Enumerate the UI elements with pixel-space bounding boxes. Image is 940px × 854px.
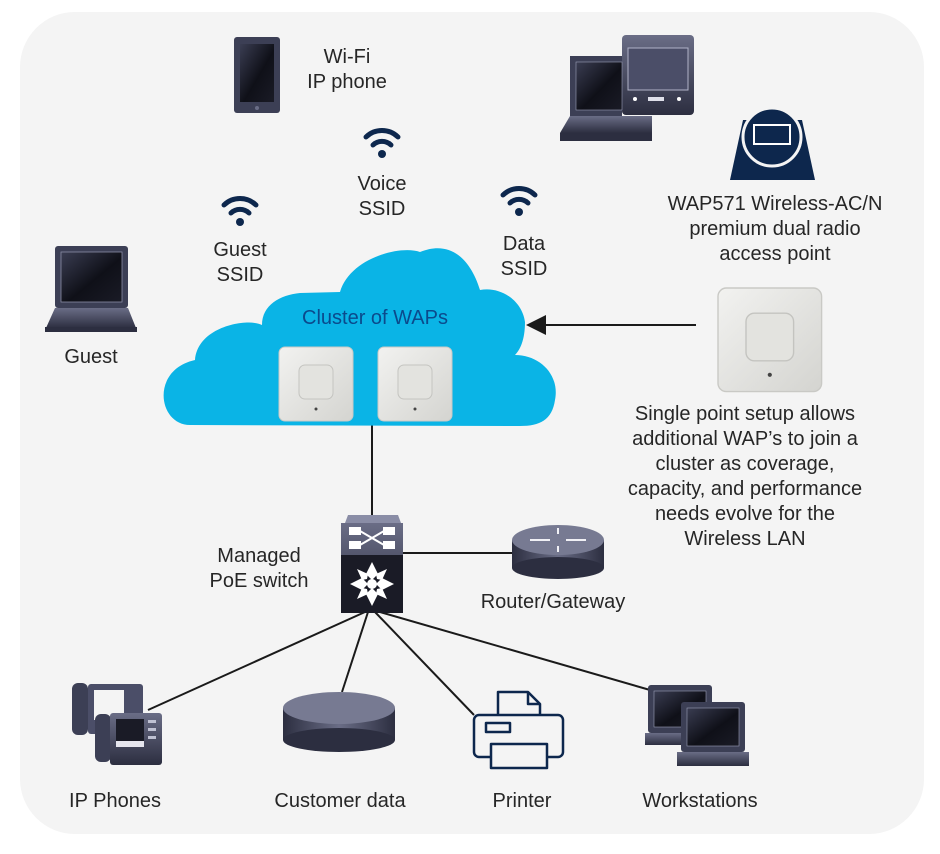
wifi-icon <box>366 131 398 158</box>
ip-phone-icon <box>72 683 162 765</box>
desktop-and-laptop-icon <box>560 35 694 141</box>
cloud-cluster-of-waps <box>163 248 556 426</box>
connection-lines <box>147 324 696 716</box>
cluster-of-waps-label: Cluster of WAPs <box>302 307 448 329</box>
mobile-phone-icon <box>234 37 280 113</box>
single-point-setup-description: Single point setup allows additional WAP… <box>627 403 863 550</box>
router-icon <box>512 525 604 579</box>
wireless-access-point-device <box>717 287 823 393</box>
data-ssid-label: Data SSID <box>500 233 548 280</box>
wifi-icon <box>503 189 535 216</box>
switch-icon <box>341 515 403 613</box>
line-switch-to-workstations <box>379 611 651 691</box>
wifi-ip-phone-label: Wi-Fi IP phone <box>307 46 387 93</box>
ip-phones-label: IP Phones <box>69 790 161 812</box>
line-switch-to-customer-data <box>341 611 369 693</box>
laptop-icon <box>45 246 137 332</box>
router-gateway-label: Router/Gateway <box>480 591 626 613</box>
cluster-ap-2 <box>377 346 453 422</box>
printer-icon <box>472 690 565 770</box>
wifi-icon <box>224 199 256 226</box>
workstation-icon <box>645 685 749 766</box>
wap571-label: WAP571 Wireless-AC/N premium dual radio … <box>667 193 883 265</box>
arrow-head-icon <box>526 315 546 335</box>
workstations-label: Workstations <box>642 790 758 812</box>
printer-label: Printer <box>492 790 552 812</box>
access-point-icon <box>730 106 815 180</box>
line-switch-to-printer <box>374 611 475 716</box>
guest-ssid-label: Guest SSID <box>213 239 267 286</box>
voice-ssid-label: Voice SSID <box>357 173 407 220</box>
managed-poe-switch-label: Managed PoE switch <box>209 545 309 592</box>
cluster-ap-1 <box>278 346 354 422</box>
line-switch-to-ip-phones <box>147 611 366 711</box>
guest-label: Guest <box>64 346 118 368</box>
customer-data-label: Customer data <box>274 790 406 812</box>
database-icon <box>283 692 395 752</box>
